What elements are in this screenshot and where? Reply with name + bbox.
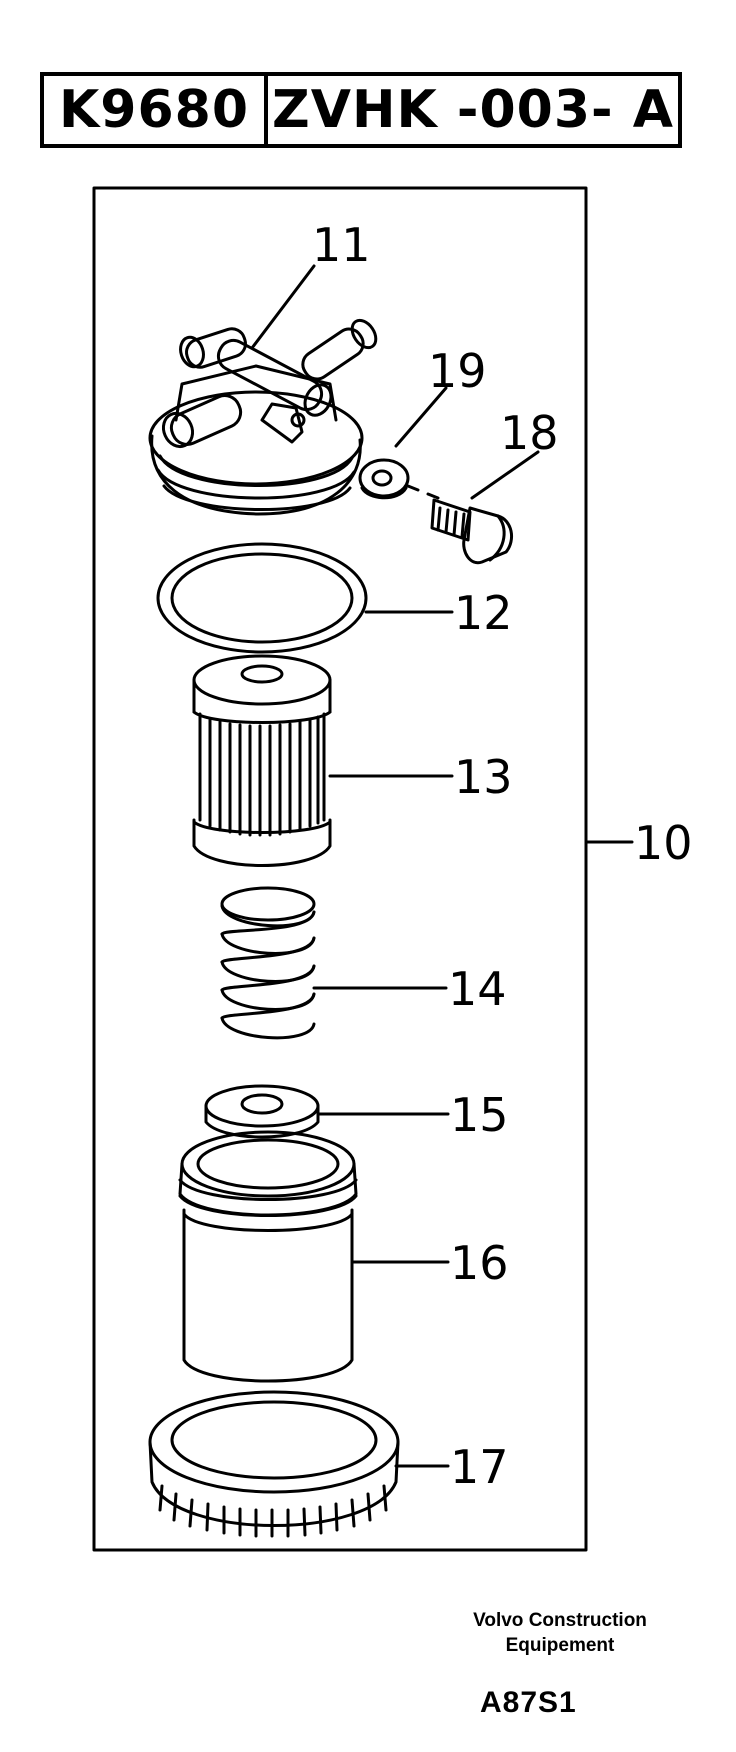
callout-12: 12 — [454, 586, 513, 640]
callout-17: 17 — [450, 1440, 509, 1494]
leader-18 — [470, 450, 540, 500]
part-16-filter-bowl — [178, 1130, 358, 1383]
callout-18: 18 — [500, 406, 559, 460]
part-13-filter-element — [192, 654, 332, 867]
part-18-bolt — [430, 498, 514, 565]
manufacturer-line-2: Equipement — [505, 1635, 615, 1656]
callout-14: 14 — [448, 962, 507, 1016]
leader-19-18-dashes — [406, 484, 440, 500]
callout-13: 13 — [454, 750, 513, 804]
group-code: ZVHK -003- A — [272, 80, 674, 140]
callout-16: 16 — [450, 1236, 509, 1290]
manufacturer-line-1: Volvo Construction — [473, 1610, 647, 1631]
callout-11: 11 — [312, 218, 371, 272]
callout-15: 15 — [450, 1088, 509, 1142]
manufacturer-name: Volvo Construction Equipement — [440, 1608, 680, 1658]
part-12-o-ring — [156, 542, 368, 654]
callout-19: 19 — [428, 344, 487, 398]
leader-lines — [250, 264, 634, 1468]
drawing-code: A87S1 — [480, 1686, 577, 1719]
header-title-block: K9680 ZVHK -003- A — [40, 72, 682, 148]
callout-10: 10 — [634, 816, 693, 870]
leader-19 — [394, 386, 448, 448]
part-17-retaining-ring — [148, 1390, 400, 1538]
part-14-spring — [220, 886, 316, 1040]
part-11-filter-head — [148, 318, 378, 516]
part-number: K9680 — [44, 76, 268, 144]
part-19-washer — [358, 458, 410, 500]
assembly-frame — [92, 186, 588, 1552]
part-15-spring-seat — [204, 1084, 320, 1139]
leader-11 — [250, 264, 316, 350]
